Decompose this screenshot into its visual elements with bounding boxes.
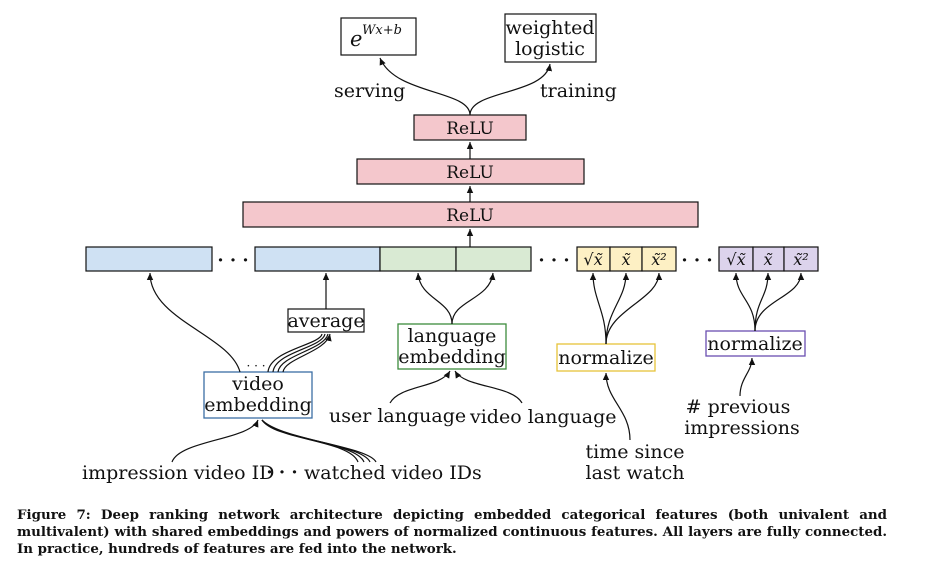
ellipsis-1: · · · (217, 250, 248, 271)
weighted-logistic-line1: weighted (505, 17, 594, 39)
time-since-line2: last watch (586, 462, 685, 484)
user-language-label: user language (329, 405, 466, 427)
relu-layer-3: ReLU (242, 201, 699, 228)
embed-avg-line-4 (282, 333, 332, 373)
linear-power-2: x̃ (763, 250, 772, 269)
sqrt-power-2: √x̃ (726, 250, 746, 269)
time-since-line1: time since (586, 441, 685, 463)
relu-layer-2-label: ReLU (446, 163, 494, 183)
weighted-logistic-box: weighted logistic (504, 13, 597, 63)
training-arrow (469, 63, 553, 116)
norm2-sqrt-arrow (732, 272, 756, 332)
square-power-2: x̃² (793, 250, 808, 269)
normalize-2-label: normalize (707, 333, 803, 355)
norm2-square-arrow (754, 272, 805, 332)
time-since-arrow (602, 372, 631, 441)
norm2-linear-arrow (754, 272, 772, 332)
norm1-square-arrow (605, 272, 663, 345)
watched-video-embedding-slot (254, 246, 381, 272)
impression-id-arrow (171, 419, 259, 463)
normalize-box-2: normalize (705, 330, 806, 357)
relu-layer-1: ReLU (413, 114, 527, 141)
video-language-arrow (454, 370, 523, 404)
lang-to-video-slot-arrow (451, 272, 496, 325)
normalize-1-label: normalize (558, 347, 654, 369)
serving-arrow (379, 57, 471, 116)
video-language-label: video language (469, 406, 616, 428)
video-embedding-line1: video (231, 373, 284, 395)
architecture-diagram: e Wx+b weighted logistic serving trainin… (82, 13, 819, 484)
norm1-linear-arrow (605, 272, 630, 345)
serving-label: serving (334, 80, 405, 102)
impression-video-id-label: impression video ID (82, 462, 274, 484)
ellipsis-3: · · · (681, 250, 712, 271)
embedding-dots: · · · (246, 359, 265, 373)
previous-impressions-arrow (739, 357, 756, 397)
previous-impressions-powers: √x̃ x̃ x̃² (718, 246, 819, 272)
watched-id-line-4 (261, 419, 377, 463)
serving-output-box: e Wx+b (340, 17, 417, 56)
norm1-sqrt-arrow (589, 272, 607, 345)
serving-exponent: Wx+b (362, 23, 402, 38)
relu-layer-3-label: ReLU (446, 206, 494, 226)
language-embedding-line1: language (408, 325, 497, 347)
serving-formula: e (350, 27, 362, 51)
lang-to-user-slot-arrow (415, 272, 453, 325)
video-to-impression-slot-arrow (146, 272, 241, 373)
user-language-arrow (389, 370, 451, 404)
training-label: training (540, 80, 617, 102)
user-language-embedding-slot (379, 246, 457, 272)
language-embedding-box: language embedding (397, 323, 507, 370)
language-embedding-line2: embedding (398, 346, 505, 368)
video-embedding-line2: embedding (204, 394, 311, 416)
impression-video-embedding-slot (85, 246, 213, 272)
normalize-box-1: normalize (556, 343, 656, 372)
ids-dots: · · · (266, 462, 297, 483)
video-embedding-box: video embedding (203, 371, 313, 419)
watched-video-ids-label: watched video IDs (304, 462, 482, 484)
previous-impressions-line1: # previous (686, 396, 791, 418)
square-power-1: x̃² (651, 250, 666, 269)
relu-layer-1-label: ReLU (446, 119, 494, 139)
time-since-powers: √x̃ x̃ x̃² (576, 246, 677, 272)
relu-layer-2: ReLU (356, 158, 585, 185)
average-box: average (287, 308, 365, 333)
sqrt-power-1: √x̃ (583, 250, 603, 269)
embed-avg-line-1 (267, 333, 323, 373)
embed-avg-line-2 (272, 333, 326, 373)
ellipsis-2: · · · (538, 250, 569, 271)
linear-power-1: x̃ (621, 250, 630, 269)
weighted-logistic-line2: logistic (515, 38, 585, 60)
average-label: average (287, 310, 364, 332)
previous-impressions-line2: impressions (684, 417, 800, 439)
video-language-embedding-slot (455, 246, 532, 272)
figure-caption: Figure 7: Deep ranking network architect… (17, 507, 887, 557)
